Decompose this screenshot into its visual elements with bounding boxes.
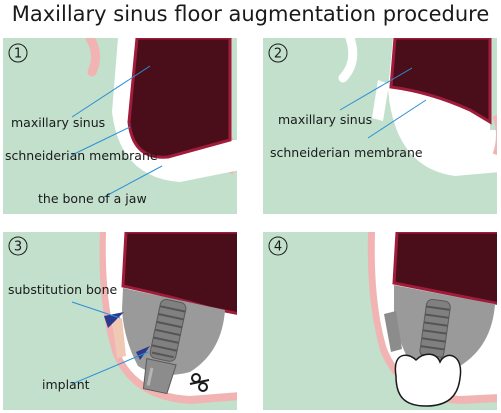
panel-2: 2 maxillary sinus schneiderian membrane — [263, 38, 497, 214]
panel-number-badge — [268, 43, 288, 63]
panel-number: 4 — [274, 240, 282, 255]
label-schneiderian-membrane: schneiderian membrane — [5, 148, 158, 163]
instrument-tip-upper — [104, 312, 124, 328]
dental-crown — [394, 353, 462, 407]
leader-line — [367, 99, 427, 139]
leader-line — [71, 65, 151, 118]
implant-thread — [151, 344, 178, 352]
panel-number: 2 — [274, 47, 282, 62]
panel-1: 1 maxillary sinus schneiderian membrane … — [3, 38, 237, 214]
bone-fragment — [338, 38, 358, 83]
panel-3: 3 substitution bone implant — [3, 232, 237, 410]
implant — [142, 298, 187, 395]
panel-4: 4 — [263, 232, 497, 410]
implant-thread — [424, 313, 449, 319]
panel-number: 3 — [14, 240, 22, 255]
panel-number-badge — [268, 236, 288, 256]
bone-window-flap — [112, 318, 126, 358]
implant-thread — [423, 321, 448, 327]
panel-number-badge — [8, 236, 28, 256]
implant-thread — [421, 337, 446, 343]
implant-thread — [154, 328, 181, 337]
leader-line — [71, 301, 121, 319]
implant-thread — [153, 336, 179, 344]
label-substitution-bone: substitution bone — [8, 282, 118, 297]
panel-number-badge — [8, 43, 28, 63]
panel-number: 1 — [14, 47, 22, 62]
implant-thread — [422, 329, 447, 335]
leader-line — [339, 67, 413, 111]
label-jaw-bone: the bone of a jaw — [38, 191, 147, 206]
label-schneiderian-membrane: schneiderian membrane — [270, 145, 423, 160]
leader-line — [71, 126, 131, 156]
healed-bone-window — [384, 311, 402, 352]
implant-thread — [426, 305, 451, 311]
leader-line — [71, 351, 149, 385]
bone-window-flap — [372, 80, 389, 121]
leader-line — [103, 165, 163, 198]
implant-abutment — [142, 358, 177, 395]
suture-icon — [189, 373, 210, 392]
implant-thread — [151, 351, 174, 359]
implant-thread — [156, 320, 183, 329]
abutment-highlight — [146, 367, 154, 386]
label-maxillary-sinus: maxillary sinus — [278, 112, 372, 127]
instrument-tip-lower — [136, 346, 150, 360]
implant-thread — [420, 345, 445, 351]
implant-thread — [159, 305, 186, 313]
maxillary-sinus-elevated — [392, 232, 497, 305]
maxillary-sinus — [127, 38, 232, 159]
gum-tissue — [85, 38, 100, 77]
label-maxillary-sinus: maxillary sinus — [11, 115, 105, 130]
maxillary-sinus-elevated — [389, 38, 492, 125]
page-title: Maxillary sinus floor augmentation proce… — [11, 2, 490, 26]
gum-tissue — [492, 115, 497, 155]
implant-thread — [158, 313, 184, 321]
label-implant: implant — [42, 377, 90, 392]
